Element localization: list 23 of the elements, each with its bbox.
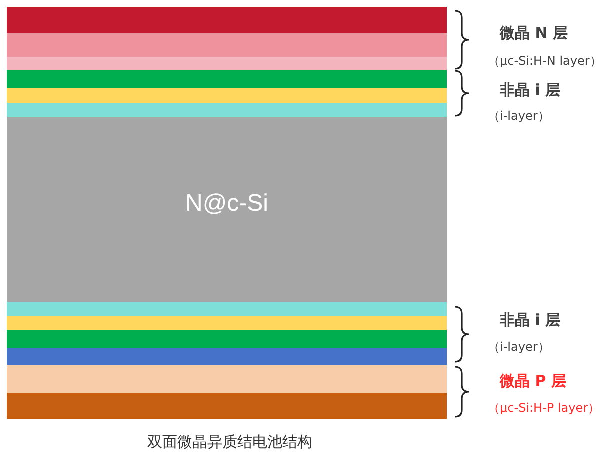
layer-bar bbox=[7, 103, 447, 117]
layer-bar bbox=[7, 330, 447, 348]
layer-name: 非晶 i 层 bbox=[500, 310, 561, 331]
layer-name: （μc-Si:H-P layer） bbox=[488, 400, 600, 417]
layer-bar bbox=[7, 117, 447, 302]
layer-bar bbox=[7, 7, 447, 33]
layer-label: N@c-Si bbox=[185, 188, 269, 218]
layer-bar bbox=[7, 70, 447, 88]
layer-bar bbox=[7, 57, 447, 70]
layer-bar bbox=[7, 348, 447, 365]
layer-name: （i-layer） bbox=[488, 108, 550, 125]
layer-bar bbox=[7, 33, 447, 57]
layer-name: （i-layer） bbox=[488, 339, 550, 356]
layer-bar bbox=[7, 393, 447, 419]
layer-bar bbox=[7, 88, 447, 103]
layer-bar bbox=[7, 365, 447, 393]
layer-name: 非晶 i 层 bbox=[500, 80, 561, 101]
layer-name: 微晶 N 层 bbox=[500, 23, 568, 44]
layer-bar bbox=[7, 302, 447, 316]
layer-name: （μc-Si:H-N layer） bbox=[488, 53, 602, 70]
caption: 双面微晶异质结电池结构 bbox=[146, 432, 314, 453]
layer-bar bbox=[7, 316, 447, 330]
layer-name: 微晶 P 层 bbox=[500, 371, 566, 392]
